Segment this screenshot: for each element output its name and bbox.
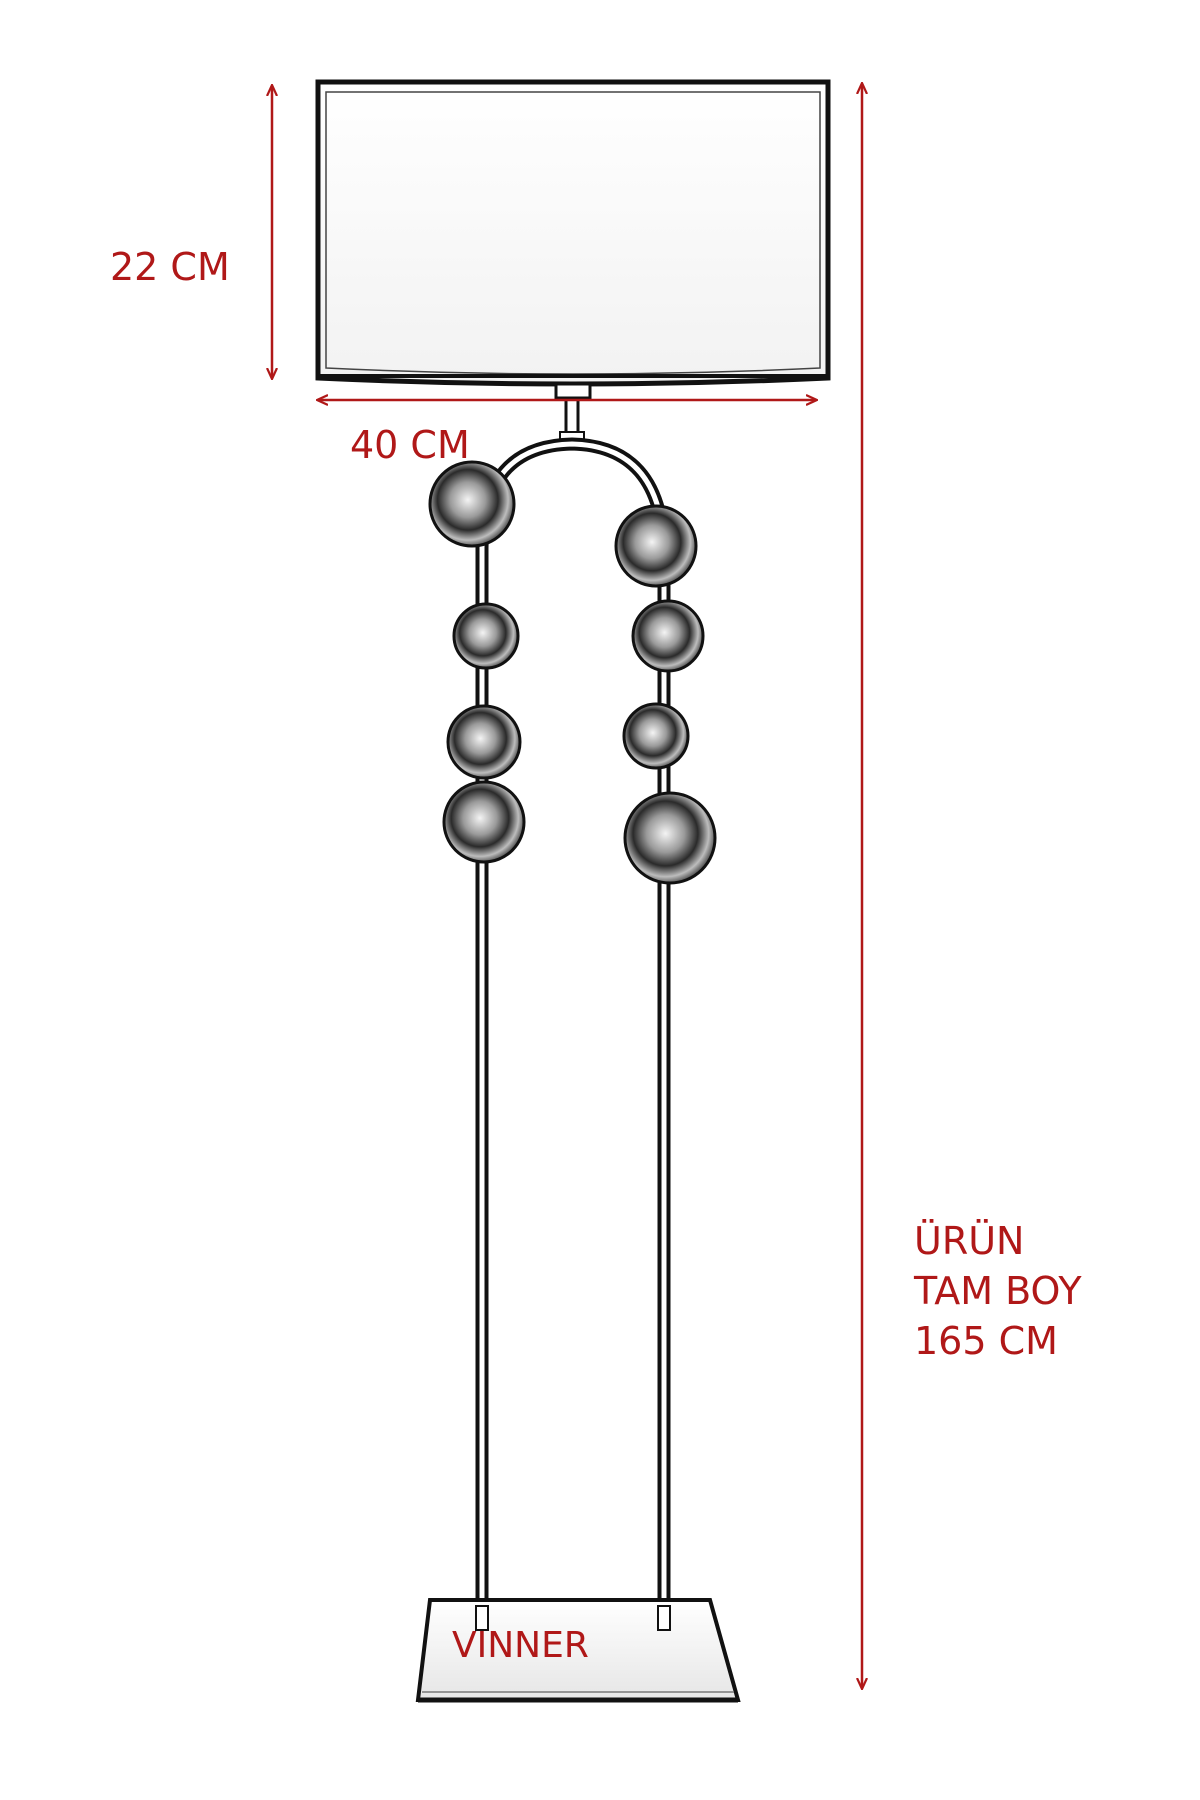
base-label: VINNER [452, 1625, 589, 1666]
ball [631, 599, 705, 673]
shade-width-label: 40 CM [350, 423, 470, 467]
lamp-socket [554, 382, 592, 441]
ball [446, 704, 522, 780]
ball [623, 791, 717, 885]
ball [622, 702, 690, 770]
total-height-label-line2: TAM BOY [913, 1269, 1082, 1313]
lamp-shade [315, 79, 831, 387]
ball [452, 602, 520, 670]
ball [442, 780, 526, 864]
decorative-balls [428, 460, 717, 885]
ball [614, 504, 698, 588]
total-height-label-line1: ÜRÜN [914, 1219, 1024, 1263]
total-height-label-line3: 165 CM [914, 1319, 1058, 1363]
lamp-base [415, 1598, 741, 1703]
shade-height-label: 22 CM [110, 245, 230, 289]
ball [428, 460, 516, 548]
